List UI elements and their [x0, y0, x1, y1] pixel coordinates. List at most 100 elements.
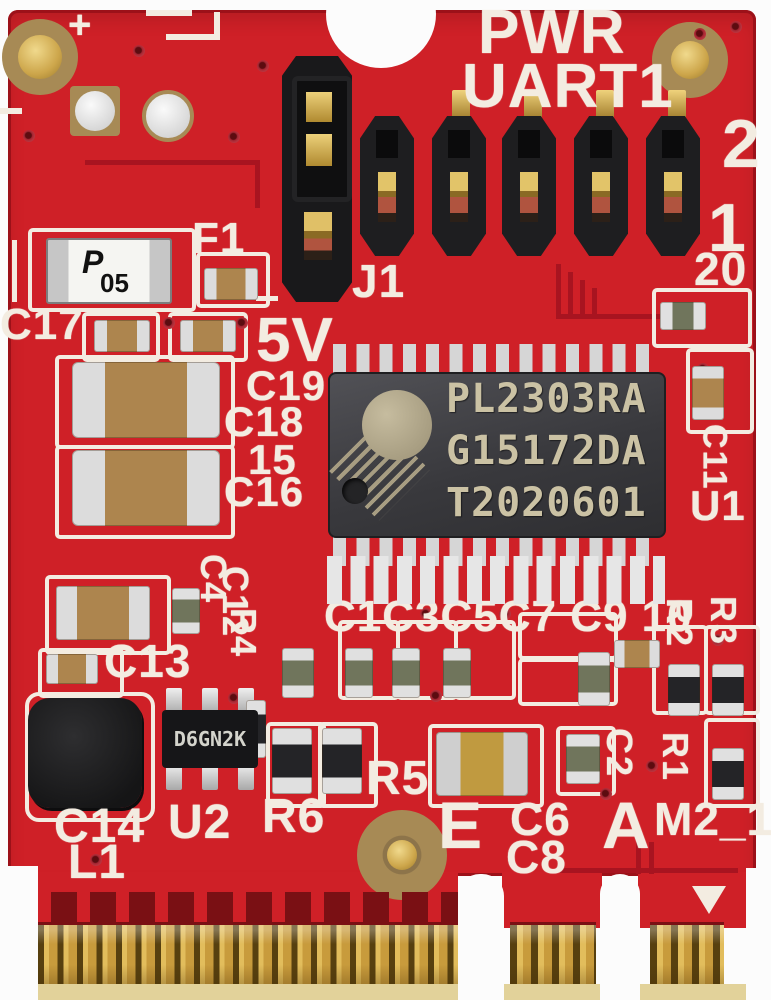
copper-trace — [255, 160, 260, 208]
capacitor — [614, 640, 660, 668]
via — [23, 130, 35, 142]
silkscreen-label: C2 — [599, 728, 641, 779]
silkscreen-courtyard — [55, 445, 235, 539]
capacitor — [94, 320, 150, 352]
silkscreen-courtyard — [25, 692, 155, 822]
regulator-marking: D6GN2K — [173, 727, 247, 751]
silkscreen-courtyard — [38, 648, 124, 698]
via — [257, 60, 269, 72]
resistor — [443, 648, 471, 698]
silkscreen-label: 1 — [708, 190, 747, 266]
silkscreen-line — [214, 12, 220, 38]
via — [90, 854, 102, 866]
silkscreen-courtyard — [168, 312, 248, 362]
via — [600, 788, 612, 800]
uart-header-housing — [360, 116, 414, 256]
via — [712, 634, 724, 646]
pin1-triangle-marker — [692, 886, 726, 914]
copper-trace — [649, 842, 654, 874]
via — [236, 317, 248, 329]
header-pin-tip — [524, 90, 542, 118]
prolific-logo — [362, 390, 432, 460]
silkscreen-label: R4 — [223, 608, 265, 659]
silkscreen-label: C12 — [215, 566, 257, 639]
silkscreen-courtyard — [704, 718, 760, 808]
silkscreen-label: 15 — [248, 436, 297, 483]
uart-header-housing — [574, 116, 628, 256]
silkscreen-label: C19 — [246, 362, 327, 409]
led-pad-square — [70, 86, 120, 136]
silkscreen-courtyard — [28, 228, 196, 312]
silkscreen-label: R2 — [659, 598, 701, 649]
silkscreen-courtyard — [82, 312, 160, 362]
board-cutout — [0, 866, 38, 1000]
edge-connector-tab — [502, 872, 602, 928]
silkscreen-line — [146, 10, 192, 16]
silkscreen-label: C4 — [193, 554, 235, 605]
silkscreen-label: PWR — [478, 0, 626, 67]
key-notch — [458, 874, 504, 1000]
mounting-hole-top-left — [2, 19, 78, 95]
board-top-notch — [326, 0, 436, 68]
silkscreen-label: R5 — [366, 752, 430, 805]
connector-substrate — [502, 984, 602, 1000]
ic-marking-line1: PL2303RA — [446, 376, 647, 422]
uart-header-housing — [502, 116, 556, 256]
lead — [238, 764, 254, 790]
silkscreen-label: 5V — [256, 306, 334, 375]
resistor — [578, 652, 610, 706]
via — [228, 131, 240, 143]
silkscreen-label: A — [602, 788, 651, 862]
mask-windows — [38, 892, 458, 922]
connector-substrate — [638, 984, 746, 1000]
capacitor — [204, 268, 258, 300]
header-pin-tip — [452, 90, 470, 118]
silkscreen-courtyard — [652, 288, 752, 348]
silkscreen-courtyard — [196, 252, 270, 308]
lead — [202, 688, 218, 714]
via — [694, 28, 706, 40]
lead — [166, 764, 182, 790]
ic-pins-top — [333, 344, 659, 376]
resistor-r2 — [668, 664, 700, 716]
board-cutout — [746, 868, 771, 1000]
test-pad-round — [142, 90, 194, 142]
resistor — [282, 648, 314, 698]
silkscreen-label: C8 — [506, 831, 567, 883]
regulator-u2: D6GN2K — [162, 710, 258, 768]
silkscreen-label: C16 — [224, 468, 305, 515]
silkscreen-courtyard — [686, 348, 754, 434]
via — [133, 45, 145, 57]
silkscreen-label: F1 — [192, 214, 246, 263]
ic-marking-line3: T2020601 — [446, 480, 647, 526]
silkscreen-label: C17 — [0, 300, 84, 349]
capacitor-c13 — [56, 586, 150, 640]
via — [730, 21, 742, 33]
gold-fingers — [38, 922, 458, 989]
capacitor-c2 — [566, 734, 600, 784]
silkscreen-label: 20 — [694, 243, 748, 295]
silkscreen-courtyard — [45, 575, 171, 655]
silkscreen-label: + — [68, 3, 93, 47]
resistor-r1 — [712, 748, 744, 800]
copper-trace — [560, 868, 738, 873]
silkscreen-label: U2 — [168, 796, 232, 849]
mounting-hole-top-right — [652, 22, 728, 98]
via — [430, 690, 442, 702]
capacitor — [180, 320, 236, 352]
silkscreen-label: E — [438, 788, 484, 862]
resistor-r6 — [272, 728, 312, 794]
silkscreen-label: C6 — [510, 793, 571, 845]
gold-fingers — [650, 922, 724, 989]
copper-trace — [85, 160, 260, 165]
capacitor — [660, 302, 706, 330]
silkscreen-courtyard — [556, 726, 616, 796]
ic-marking-line2: G15172DA — [446, 428, 647, 474]
via — [420, 608, 432, 620]
silkscreen-label: L1 — [68, 836, 127, 889]
silkscreen-label: R6 — [262, 790, 326, 843]
capacitor-c11 — [692, 366, 724, 420]
header-pin-tip — [596, 90, 614, 118]
inductor-l1 — [28, 698, 142, 808]
